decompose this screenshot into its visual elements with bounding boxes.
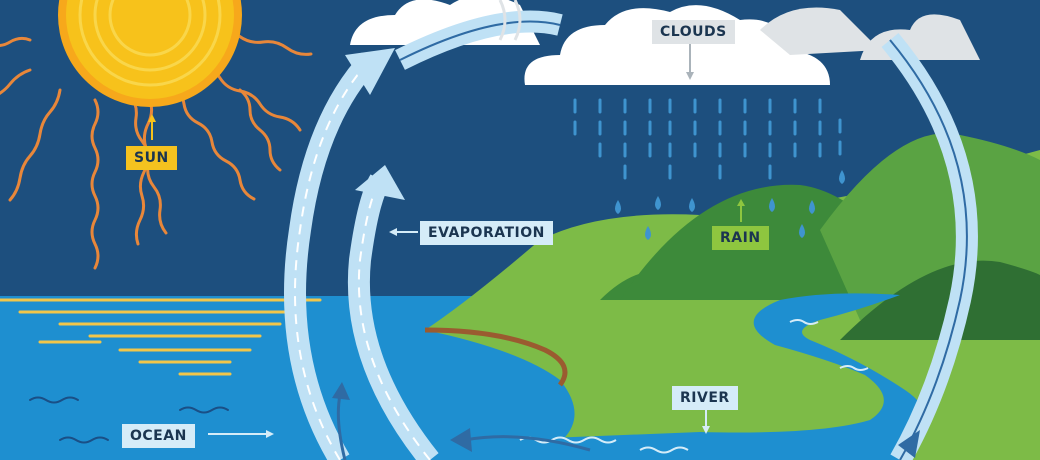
ocean-pointer-head <box>266 430 274 438</box>
label-clouds: CLOUDS <box>652 20 735 44</box>
clouds <box>350 0 980 85</box>
label-evaporation: EVAPORATION <box>420 221 553 245</box>
label-sun: SUN <box>126 146 177 170</box>
rain-pointer-head <box>737 199 745 206</box>
river-pointer-head <box>702 426 710 434</box>
label-ocean: OCEAN <box>122 424 195 448</box>
cycle-arc-right <box>881 32 978 460</box>
sun-pointer-head <box>148 114 156 122</box>
clouds-pointer-head <box>686 72 694 80</box>
rain-drops <box>615 170 845 240</box>
evaporation-pointer-head <box>389 228 397 236</box>
rain <box>573 98 842 180</box>
ocean-waves <box>29 396 229 444</box>
ocean-arc-line <box>336 394 347 460</box>
label-river: RIVER <box>672 386 738 410</box>
sun <box>58 0 242 107</box>
ocean-arc-head <box>332 382 350 400</box>
return-arrow <box>450 428 591 452</box>
label-rain: RAIN <box>712 226 769 250</box>
evaporation-arrows <box>284 0 563 460</box>
sun-reflection <box>0 298 322 376</box>
